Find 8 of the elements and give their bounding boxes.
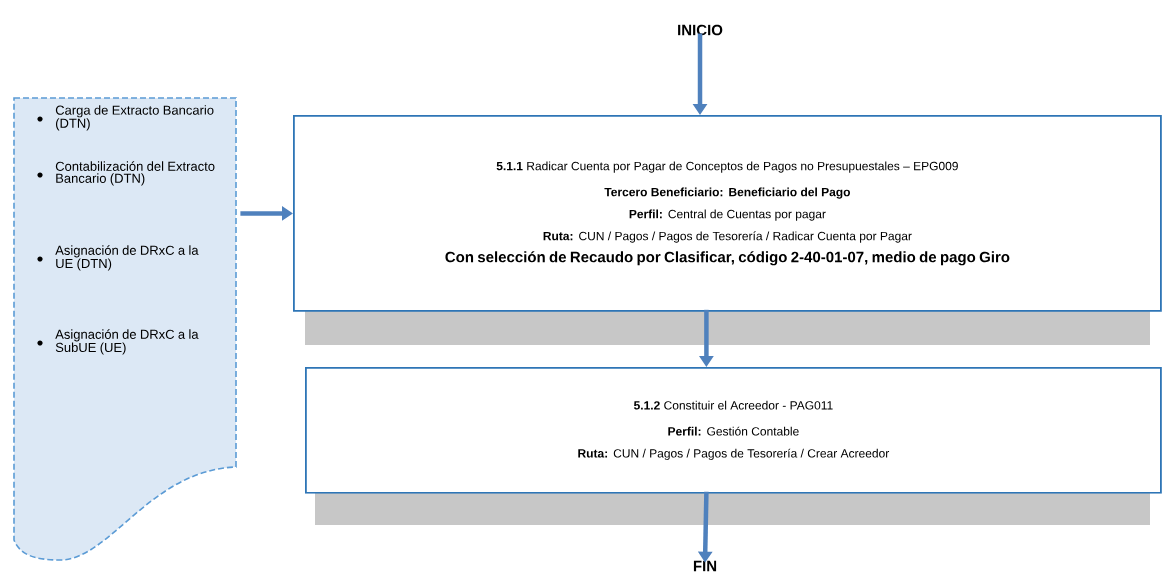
list-item: Asignación de DRxC a la UE (DTN): [55, 245, 199, 271]
terminal-label: FIN: [693, 560, 717, 572]
list-item: Contabilización del Extracto Bancario (DTN): [55, 161, 215, 186]
process-box: 5.1.2 Constituir el Acreedor - PAG011 Perfil: Gestión Contable Ruta: CUN / Pagos / Pagos de Tesorería / Crear Acreedor: [305, 367, 1162, 494]
list-item: Asignación de DRxC a la SubUE (UE): [55, 329, 199, 355]
terminal-label: INICIO: [678, 24, 723, 36]
list-item: Carga de Extracto Bancario (DTN): [55, 105, 214, 131]
process-box: 5.1.1 Radicar Cuenta por Pagar de Conceptos de Pagos no Presupuestales – EPG009 Tercero Beneficiario: Beneficiario del Pago Perfil: Central de Cuentas por pagar Ruta: CUN / Pagos / Pagos de Tesorería / Radicar Cuenta por Pagar Con selección de Recaudo por Clasificar, código 2-40-01-07, medio de pago Giro: [293, 115, 1162, 312]
